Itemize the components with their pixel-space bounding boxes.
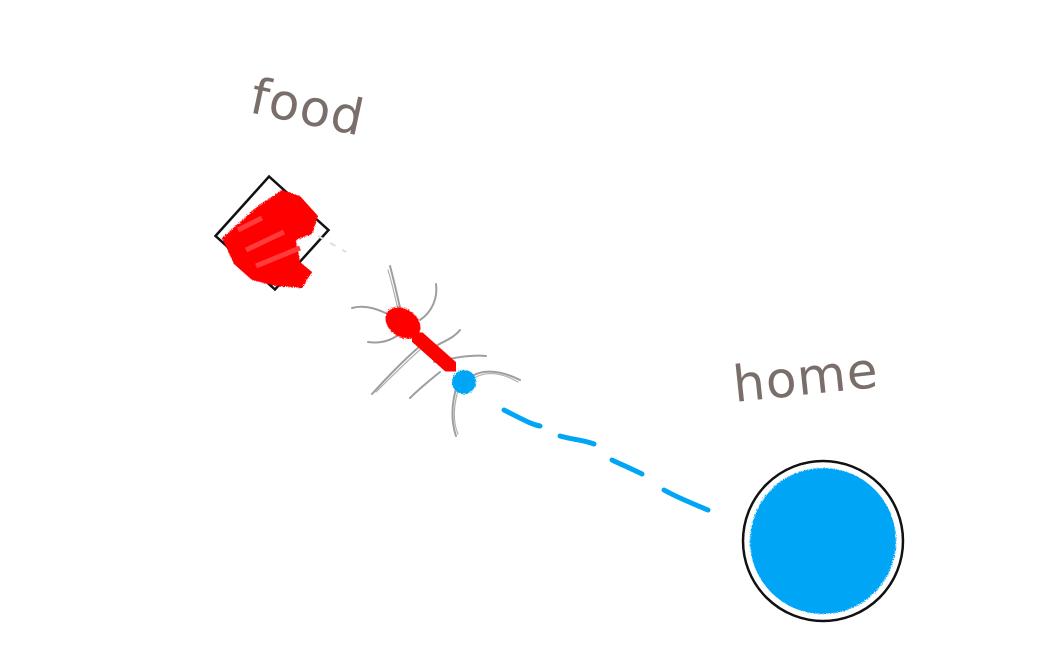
home-label: home bbox=[730, 341, 881, 414]
ant-icon bbox=[351, 265, 521, 437]
food-trail bbox=[317, 235, 347, 253]
food-label: food bbox=[246, 67, 370, 148]
home-trail bbox=[501, 407, 711, 513]
food-square-icon bbox=[213, 174, 331, 292]
home-circle-icon bbox=[741, 459, 905, 623]
